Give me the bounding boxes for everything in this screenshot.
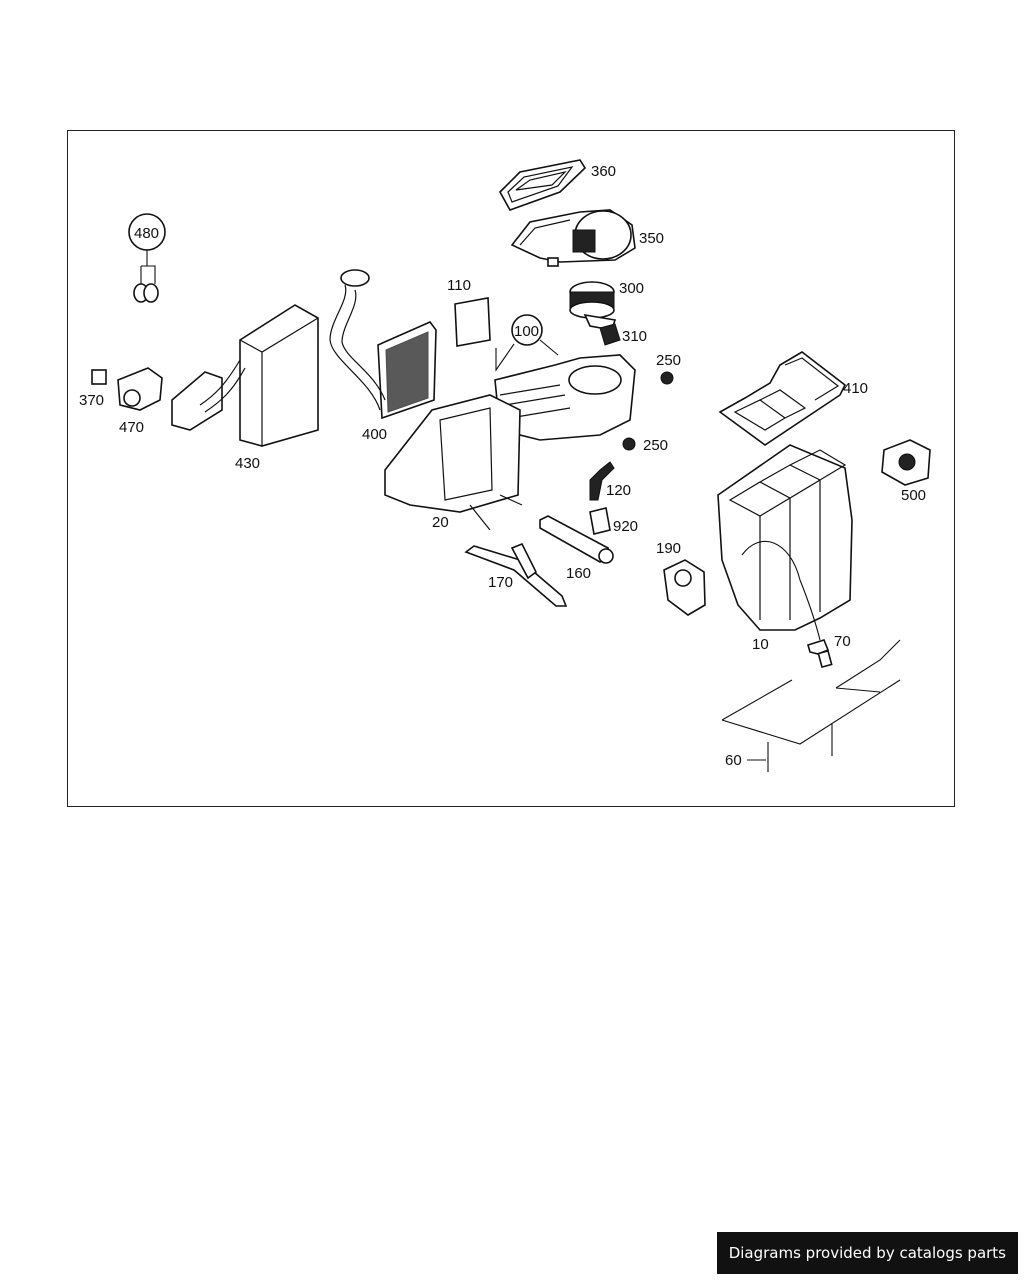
tag-part [589, 507, 611, 535]
part-label-120: 120 [606, 482, 631, 499]
part-label-400: 400 [362, 426, 387, 443]
part-label-480: 480 [134, 225, 159, 242]
part-label-170: 170 [488, 574, 513, 591]
part-label-470: 470 [119, 419, 144, 436]
filter-frame-part [499, 159, 587, 211]
blower-motor-part [569, 281, 617, 331]
grommet-a-part [660, 371, 674, 385]
expansion-valve-part [91, 367, 163, 411]
insulation-set-part [721, 639, 901, 772]
part-label-500: 500 [901, 487, 926, 504]
part-label-10: 10 [752, 636, 769, 653]
evaporator-part [171, 304, 319, 447]
actuator-part [881, 439, 931, 486]
part-label-110: 110 [447, 277, 471, 294]
upper-housing-part [494, 314, 636, 441]
part-label-60: 60 [725, 752, 742, 769]
grommet-b-part [622, 437, 636, 451]
part-label-160: 160 [566, 565, 591, 582]
part-label-310: 310 [622, 328, 647, 345]
sensor-part [589, 461, 615, 501]
part-label-250-b: 250 [643, 437, 668, 454]
cabin-filter-part [454, 297, 491, 347]
part-label-190: 190 [656, 540, 681, 557]
watermark-banner: Diagrams provided by catalogs parts [716, 1232, 1018, 1274]
part-label-370: 370 [79, 392, 104, 409]
hose-160-part [539, 515, 614, 564]
hvac-module-part [717, 444, 853, 641]
lower-housing-part [384, 394, 523, 531]
part-label-410: 410 [843, 380, 868, 397]
actuator-motor-part [663, 559, 706, 616]
hose-170-part [464, 542, 568, 607]
part-label-920: 920 [613, 518, 638, 535]
blower-housing-part [510, 209, 636, 267]
part-label-20: 20 [432, 514, 449, 531]
screw-part [807, 639, 833, 669]
o-rings-part [128, 213, 166, 303]
part-label-350: 350 [639, 230, 664, 247]
part-label-100: 100 [514, 323, 539, 340]
part-label-250-a: 250 [656, 352, 681, 369]
part-label-300: 300 [619, 280, 644, 297]
heater-core-part [329, 269, 437, 420]
part-label-360: 360 [591, 163, 616, 180]
part-label-430: 430 [235, 455, 260, 472]
resistor-part [599, 323, 621, 346]
filter-grid-part [718, 351, 847, 446]
part-label-70: 70 [834, 633, 851, 650]
